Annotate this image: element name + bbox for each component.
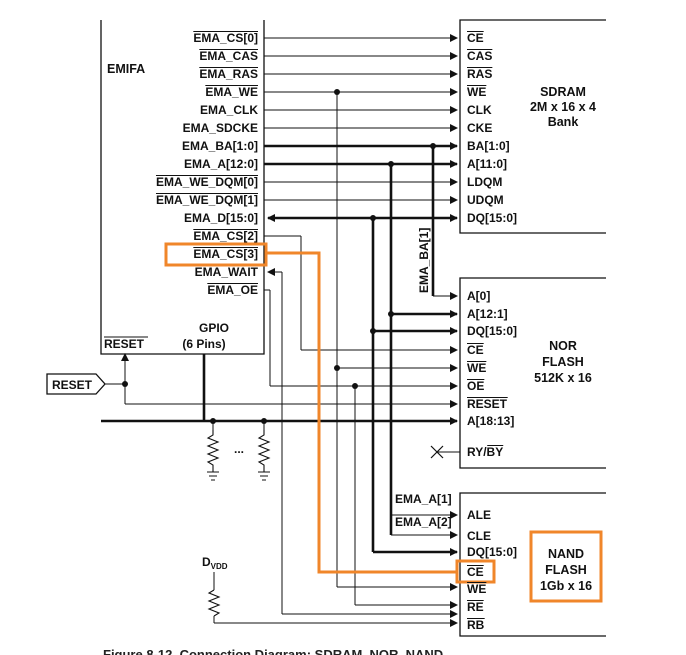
nor-pin-1: A[12:1]	[467, 307, 508, 321]
nand-pin-0: ALE	[467, 508, 491, 522]
no-connect-x	[430, 445, 444, 459]
emifa-signal-9: EMA_WE_DQM[1]	[156, 193, 258, 207]
sdram-organization: 2M x 16 x 4	[530, 100, 596, 114]
junction-dots	[122, 89, 436, 424]
cs3-highlight-wire	[266, 251, 457, 574]
gpio-label: GPIO	[199, 321, 229, 335]
dvdd-label: DVDD	[202, 555, 228, 571]
nor-ba1-side-label: EMA_BA[1]	[417, 228, 431, 293]
emifa-signal-list: EMA_CS[0] EMA_CAS EMA_RAS EMA_WE EMA_CLK EMA_…	[155, 31, 259, 297]
nand-pin-5: RE	[467, 600, 484, 614]
sdram-block	[459, 19, 606, 234]
nand-flash-label: FLASH	[545, 563, 587, 577]
emifa-block	[100, 20, 265, 355]
emifa-signal-5: EMA_SDCKE	[183, 121, 258, 135]
emifa-signal-13: EMA_WAIT	[195, 265, 259, 279]
sdram-bank-label: Bank	[548, 115, 579, 129]
emifa-signal-6: EMA_BA[1:0]	[182, 139, 258, 153]
reset-input-connector	[46, 373, 106, 395]
emifa-signal-3: EMA_WE	[205, 85, 258, 99]
sdram-pin-6: BA[1:0]	[467, 139, 510, 153]
nand-ema-a2-label: EMA_A[2]	[395, 515, 452, 529]
emifa-title: EMIFA	[107, 62, 145, 76]
sdram-pin-10: DQ[15:0]	[467, 211, 517, 225]
nor-pin-6: RESET	[467, 397, 508, 411]
nor-pin-2: DQ[15:0]	[467, 324, 517, 338]
nand-pin-6: RB	[467, 618, 485, 632]
emifa-signal-4: EMA_CLK	[200, 103, 258, 117]
pull-resistor-icon	[206, 430, 220, 472]
emifa-signal-7: EMA_A[12:0]	[184, 157, 258, 171]
emifa-signal-11: EMA_CS[2]	[193, 229, 258, 243]
emifa-signal-0: EMA_CS[0]	[193, 31, 258, 45]
sdram-pin-9: UDQM	[467, 193, 504, 207]
nor-pin-5: OE	[467, 379, 484, 393]
gpio-pins-label: (6 Pins)	[182, 337, 225, 351]
emifa-signal-14: EMA_OE	[207, 283, 258, 297]
nand-pin-list: ALE CLE DQ[15:0] CE WE RE RB	[467, 508, 517, 632]
nor-size-label: 512K x 16	[534, 371, 592, 385]
figure-caption: Figure 8-12. Connection Diagram: SDRAM, …	[103, 647, 443, 655]
sdram-pin-7: A[11:0]	[467, 157, 507, 171]
nand-pin-4: WE	[467, 582, 486, 596]
nor-title: NOR	[549, 339, 577, 353]
resistor-ellipsis: ...	[234, 442, 244, 456]
emifa-signal-1: EMA_CAS	[199, 49, 258, 63]
pull-resistor-icon	[257, 430, 271, 472]
sdram-pin-1: CAS	[467, 49, 492, 63]
sdram-pin-3: WE	[467, 85, 486, 99]
pull-up-resistor-icon	[207, 589, 221, 617]
emifa-signal-12: EMA_CS[3]	[193, 247, 258, 261]
nor-pin-4: WE	[467, 361, 486, 375]
nand-title-highlight-box	[529, 530, 603, 603]
sdram-pin-0: CE	[467, 31, 484, 45]
nand-ema-a1-label: EMA_A[1]	[395, 492, 452, 506]
ground-icon	[258, 471, 270, 481]
nand-pin-2: DQ[15:0]	[467, 545, 517, 559]
nor-ry-by-0: RY/BY	[467, 445, 503, 459]
nand-pin-1: CLE	[467, 529, 491, 543]
ground-icon	[207, 471, 219, 481]
reset-input-label: RESET	[52, 378, 93, 392]
sdram-pin-5: CKE	[467, 121, 492, 135]
cs3-highlight-box	[164, 242, 268, 267]
nor-pin-list: A[0] A[12:1] DQ[15:0] CE WE OE RESET A[18:13] RY…	[467, 289, 517, 459]
sdram-pin-8: LDQM	[467, 175, 502, 189]
nor-block	[459, 277, 606, 469]
emifa-signal-8: EMA_WE_DQM[0]	[156, 175, 258, 189]
emifa-reset-pin: RESET	[104, 337, 145, 351]
nor-pin-7: A[18:13]	[467, 414, 514, 428]
emifa-signal-10: EMA_D[15:0]	[184, 211, 258, 225]
sdram-pin-4: CLK	[467, 103, 492, 117]
nor-pin-3: CE	[467, 343, 484, 357]
nor-pin-0: A[0]	[467, 289, 490, 303]
sdram-pin-2: RAS	[467, 67, 492, 81]
sdram-pin-list: CE CAS RAS WE CLK CKE BA[1:0] A[11:0] LDQM UDQM DQ…	[467, 31, 517, 225]
nand-size-label: 1Gb x 16	[540, 579, 592, 593]
emifa-signal-2: EMA_RAS	[199, 67, 258, 81]
nor-flash-label: FLASH	[542, 355, 584, 369]
nand-block	[459, 492, 606, 637]
nand-title: NAND	[548, 547, 584, 561]
sdram-title: SDRAM	[540, 85, 586, 99]
nand-pin-3: CE	[467, 565, 484, 579]
